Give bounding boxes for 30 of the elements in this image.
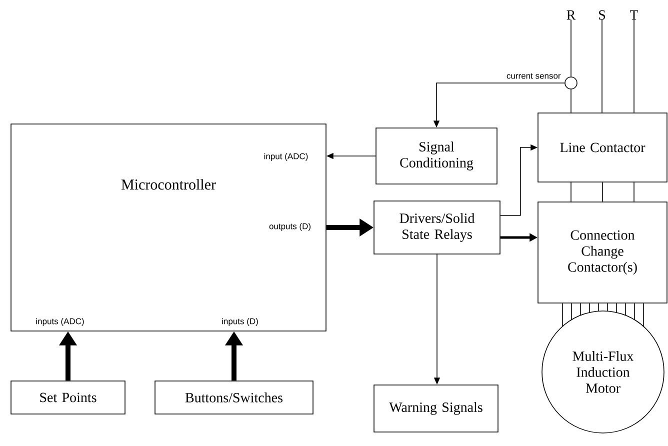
process-box: Signal Conditioning	[376, 128, 498, 184]
connector-line	[570, 89, 572, 113]
phase-label: R	[566, 10, 576, 20]
connector-line	[598, 302, 599, 312]
connector-line	[634, 302, 635, 320]
process-box: Drivers/Solid State Relays	[374, 200, 500, 254]
port-label: input (ADC)	[264, 153, 308, 161]
phase-label: S	[599, 10, 606, 20]
input-box: Buttons/Switches	[154, 380, 314, 414]
connector-line	[616, 302, 617, 313]
input-box: Set Points	[10, 380, 126, 414]
port-label: inputs (D)	[222, 318, 258, 326]
connector-line	[562, 302, 563, 327]
contactor-box: Line Contactor	[538, 112, 668, 182]
connector-line	[625, 302, 626, 316]
connector-line	[571, 302, 572, 320]
connector-line	[570, 182, 572, 202]
sensor-label: current sensor	[506, 73, 561, 79]
connector-line	[570, 19, 572, 77]
sensor-circle	[564, 76, 578, 90]
port-label: inputs (ADC)	[36, 318, 84, 326]
connector-line	[602, 182, 603, 202]
connector-line	[643, 302, 644, 327]
port-label: outputs (D)	[269, 223, 310, 231]
connector-line	[580, 302, 581, 316]
phase-label: T	[630, 10, 638, 20]
connector-line	[589, 302, 590, 313]
output-box: Warning Signals	[374, 384, 498, 432]
contactor-box: Connection Change Contactor(s)	[538, 202, 668, 304]
connector-line	[607, 302, 608, 312]
